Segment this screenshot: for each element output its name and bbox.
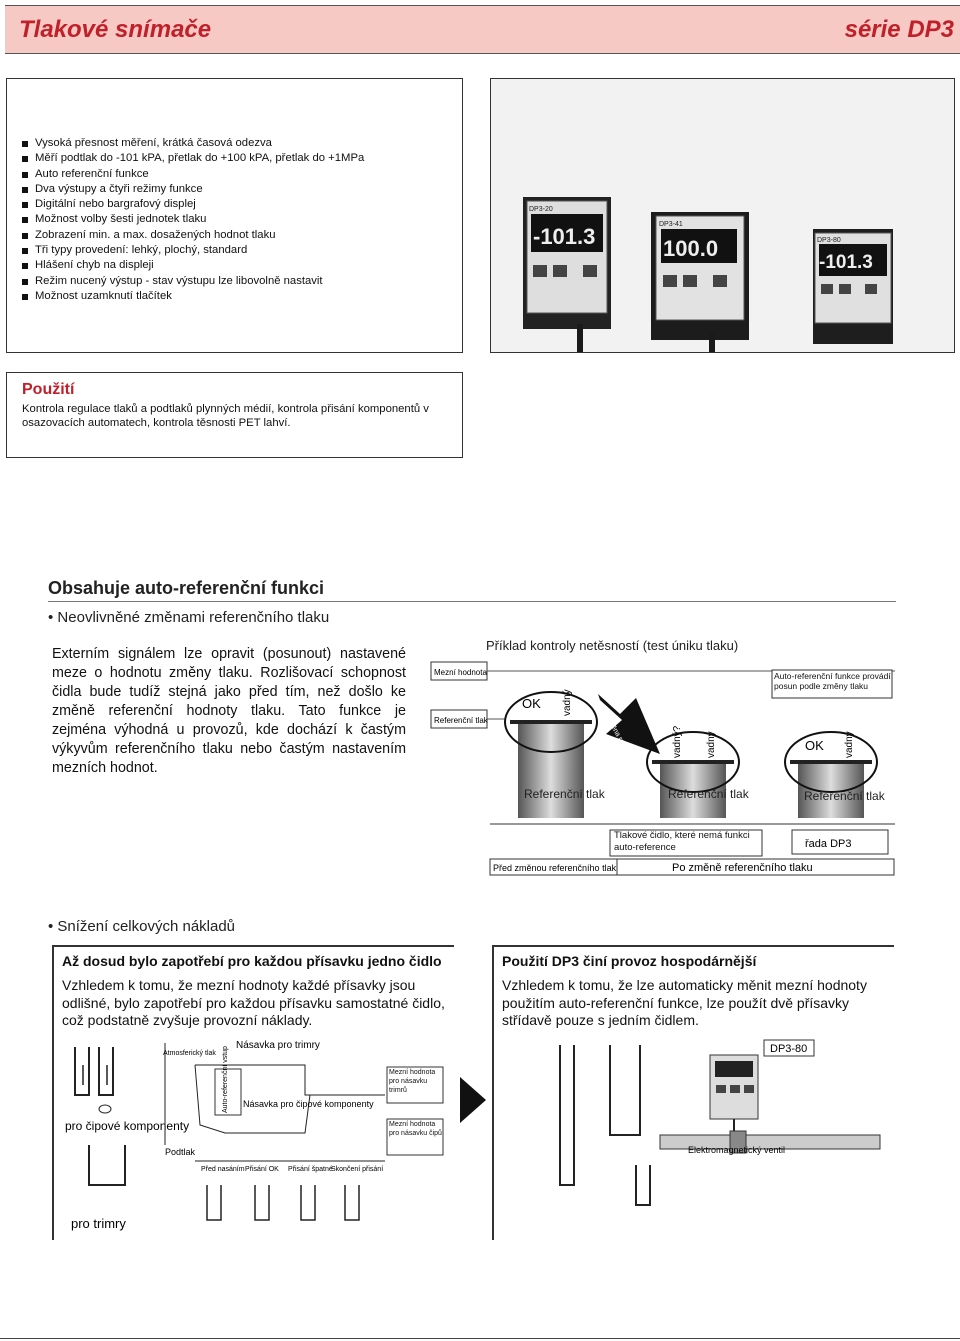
sensor-device: DP3-41 100.0: [651, 212, 749, 354]
device-display: -101.3: [819, 252, 873, 273]
old-method-box: Až dosud bylo zapotřebí pro každou přísa…: [52, 945, 454, 1240]
chip-components-label: pro čipové komponenty: [65, 1119, 189, 1133]
list-item: Vysoká přesnost měření, krátká časová od…: [21, 136, 364, 151]
footer-line: [0, 1338, 960, 1339]
usage-title: Použití: [22, 381, 75, 398]
nozzle-chip-label: Násavka pro čipové komponenty: [243, 1099, 374, 1109]
limit-chip-label: Mezní hodnota pro násavku čipů: [389, 1121, 442, 1137]
ref-label: Referenční tlak: [668, 787, 750, 801]
features-box: Vysoká přesnost měření, krátká časová od…: [6, 78, 463, 353]
auto-ref-paragraph: Externím signálem lze opravit (posunout)…: [52, 646, 406, 776]
ok-label: OK: [522, 696, 541, 711]
vacuum-label: Podtlak: [165, 1147, 196, 1157]
device-model-label: DP3-41: [659, 221, 683, 228]
device-display: -101.3: [533, 224, 595, 249]
old-method-body: Vzhledem k tomu, že mezní hodnoty každé …: [62, 977, 445, 1028]
section-divider: [48, 601, 896, 602]
valve-label: Elektromagnetický ventil: [688, 1145, 785, 1155]
list-item: Možnost uzamknutí tlačítek: [21, 289, 364, 304]
after-change-label: Po změně referenčního tlaku: [672, 862, 813, 874]
bad-label: vadný: [562, 689, 573, 716]
list-item: Měří podtlak do -101 kPA, přetlak do +10…: [21, 151, 364, 166]
sensor-device: DP3-80 -101.3: [813, 229, 893, 344]
auto-ref-input-label: Auto-referenční vstup: [222, 1046, 229, 1113]
sensor-devices-image: DP3-20 -101.3 DP3-41 100.0 DP3-80 -101.3: [491, 79, 954, 354]
new-method-title: Použití DP3 činí provoz hospodárnější: [502, 953, 757, 969]
bad-question-label: vadný?: [672, 725, 683, 758]
list-item: Digitální nebo bargrafový displej: [21, 197, 364, 212]
list-item: Auto referenční funkce: [21, 167, 364, 182]
savings-bullet: • Snížení celkových nákladů: [48, 918, 236, 935]
page-header: Tlakové snímače série DP3: [5, 5, 960, 54]
bullet-text: Snížení celkových nákladů: [57, 918, 236, 935]
ok-label: OK: [805, 738, 824, 753]
arrow-right-icon: [458, 1075, 488, 1125]
section-title: Obsahuje auto-referenční funkci: [48, 578, 325, 598]
no-function-note: Tlakové čidlo, které nemá funkci auto-re…: [614, 830, 750, 853]
sensor-device: DP3-20 -101.3: [523, 197, 611, 354]
device-display: 100.0: [663, 236, 718, 261]
new-method-diagram: DP3-80 Elektromagnetický ventil: [540, 1035, 890, 1235]
list-item: Tři typy provedení: lehký, plochý, stand…: [21, 243, 364, 258]
product-photo: DP3-20 -101.3 DP3-41 100.0 DP3-80 -101.3: [490, 78, 955, 354]
usage-body: Kontrola regulace tlaků a podtlaků plynn…: [22, 403, 429, 429]
bad-label: vadný: [844, 731, 855, 758]
leak-test-diagram: Příklad kontroly netěsností (test úniku …: [430, 634, 895, 879]
list-item: Hlášení chyb na displeji: [21, 258, 364, 273]
auto-ref-bullet: • Neovlivněné změnami referenčního tlaku: [48, 609, 330, 626]
feature-list: Vysoká přesnost měření, krátká časová od…: [21, 136, 364, 304]
device-model-label: DP3-20: [529, 206, 553, 213]
page-title: Tlakové snímače: [19, 16, 212, 43]
dp3-series-label: řada DP3: [805, 838, 851, 850]
bullet-text: Neovlivněné změnami referenčního tlaku: [57, 609, 330, 626]
model-label: DP3-80: [770, 1043, 807, 1055]
before-change-label: Před změnou referenčního tlaku: [493, 863, 621, 873]
ref-label: Referenční tlak: [524, 787, 606, 801]
before-suction-label: Před nasáním: [201, 1166, 245, 1173]
suction-end-label: Skončení přisání: [331, 1166, 383, 1173]
bad-label: vadný: [706, 731, 717, 758]
suction-ok-label: Přisání OK: [245, 1166, 279, 1173]
list-item: Zobrazení min. a max. dosažených hodnot …: [21, 228, 364, 243]
new-method-body: Vzhledem k tomu, že lze automaticky měni…: [502, 977, 867, 1028]
old-method-diagram: pro čipové komponenty pro trimry Atmosfe…: [55, 1035, 450, 1235]
list-item: Dva výstupy a čtyři režimy funkce: [21, 182, 364, 197]
usage-box: Použití Kontrola regulace tlaků a podtla…: [6, 372, 463, 458]
limit-value-label: Mezní hodnota: [434, 668, 487, 677]
device-model-label: DP3-80: [817, 237, 841, 244]
list-item: Možnost volby šesti jednotek tlaku: [21, 212, 364, 227]
diagram-title: Příklad kontroly netěsností (test úniku …: [486, 638, 738, 653]
atmospheric-label: Atmosferický tlak: [163, 1050, 216, 1057]
ref-pressure-label: Referenční tlak: [434, 716, 489, 725]
suction-bad-label: Přisání špatné: [288, 1166, 333, 1173]
auto-note: Auto-referenční funkce provádí posun pod…: [774, 671, 891, 691]
ref-label: Referenční tlak: [804, 789, 886, 803]
series-title: série DP3: [844, 16, 954, 43]
trimmers-label: pro trimry: [71, 1216, 126, 1231]
nozzle-trimmer-label: Násavka pro trimry: [236, 1040, 320, 1051]
list-item: Režim nucený výstup - stav výstupu lze l…: [21, 274, 364, 289]
old-method-title: Až dosud bylo zapotřebí pro každou přísa…: [62, 953, 442, 969]
limit-trimmer-label: Mezní hodnota pro násavku trimrů: [389, 1069, 436, 1094]
